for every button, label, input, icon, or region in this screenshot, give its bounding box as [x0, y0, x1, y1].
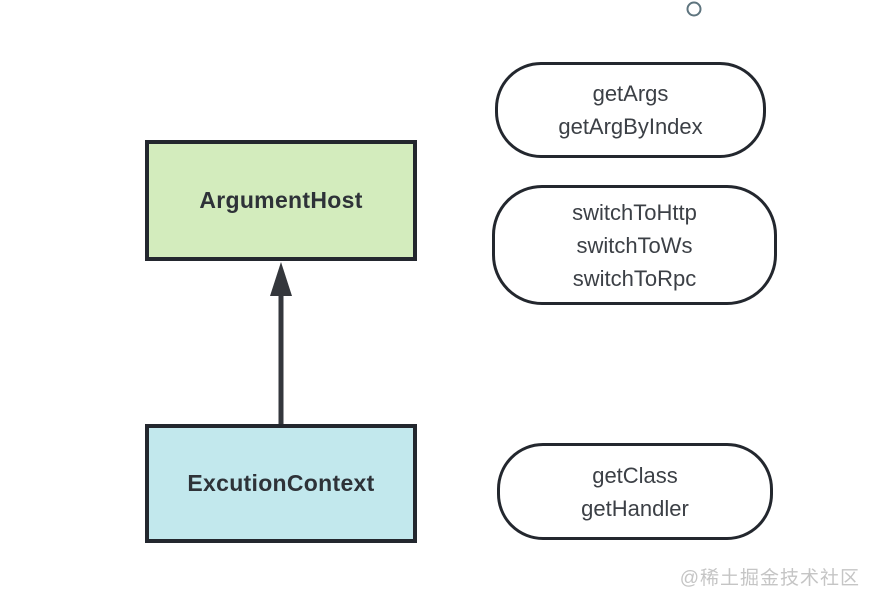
inheritance-arrow — [270, 262, 292, 424]
method-group-switch: switchToHttp switchToWs switchToRpc — [492, 185, 777, 305]
method-name: getArgs — [592, 81, 669, 106]
method-group-args: getArgs getArgByIndex — [495, 62, 766, 158]
method-name: getArgByIndex — [558, 114, 703, 139]
method-group-handler: getClass getHandler — [497, 443, 773, 540]
method-name: switchToHttp — [572, 199, 697, 225]
class-node-argument-host: ArgumentHost — [145, 140, 417, 261]
class-label-excution-context: ExcutionContext — [187, 470, 375, 496]
method-name: switchToRpc — [572, 265, 697, 291]
method-name: switchToWs — [576, 232, 693, 258]
small-circle-marker — [686, 1, 702, 17]
watermark-text: @稀土掘金技术社区 — [679, 568, 860, 589]
class-node-excution-context: ExcutionContext — [145, 424, 417, 543]
class-label-argument-host: ArgumentHost — [199, 187, 363, 213]
method-name: getHandler — [581, 495, 689, 521]
method-name: getClass — [592, 462, 678, 488]
